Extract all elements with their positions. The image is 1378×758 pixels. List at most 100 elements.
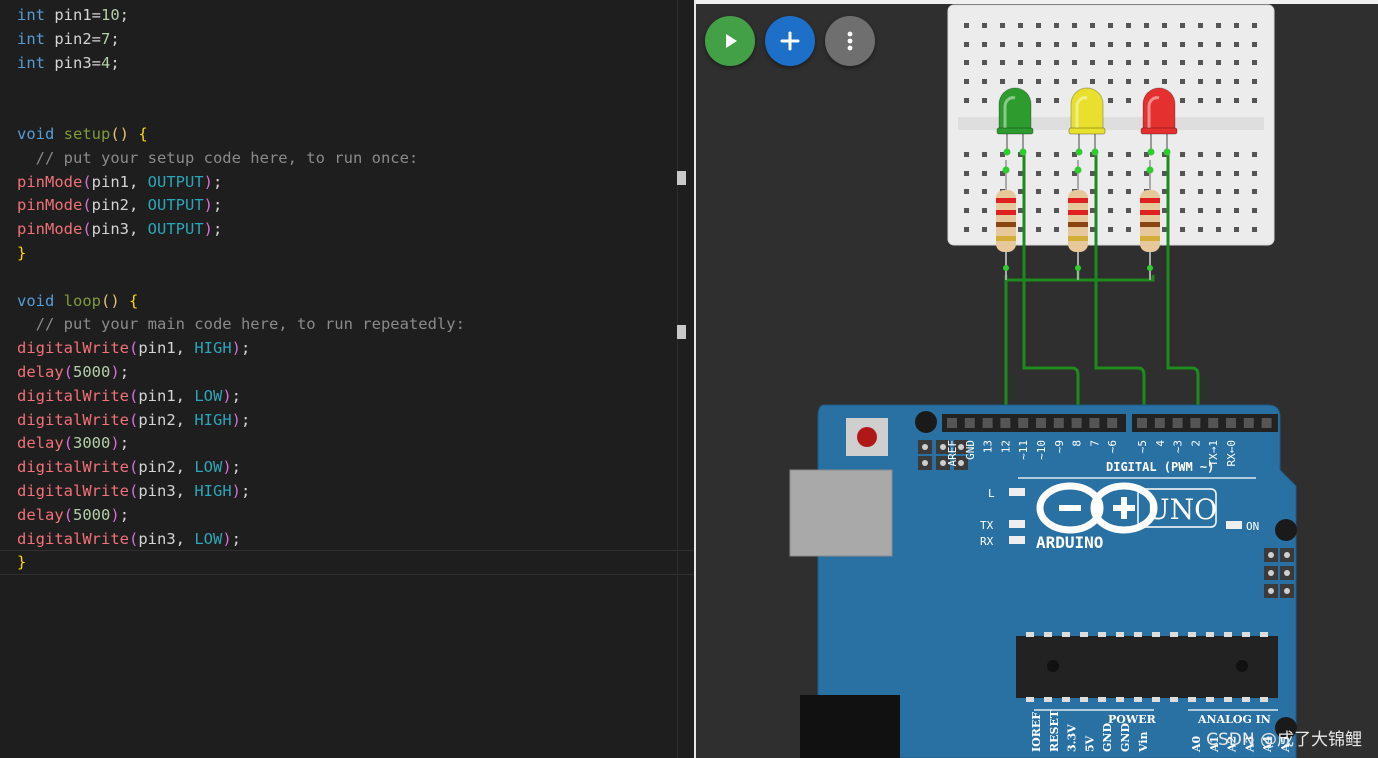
code-token: ( [63, 505, 74, 524]
code-line[interactable]: int pin2=7; [17, 28, 465, 52]
code-line[interactable]: digitalWrite(pin3, HIGH); [17, 480, 465, 504]
code-token: pin1, [138, 339, 195, 358]
yellow-led[interactable] [1068, 87, 1106, 156]
code-token: void [17, 124, 55, 143]
analog-pin-label: A0 [1190, 735, 1203, 753]
code-line[interactable]: int pin1=10; [17, 4, 465, 28]
resistor[interactable] [1140, 160, 1160, 280]
wires[interactable] [1004, 150, 1200, 420]
code-token: ; [119, 434, 130, 453]
code-token: () [110, 124, 130, 143]
code-token: ; [110, 53, 120, 72]
code-line[interactable]: } [17, 242, 465, 266]
reset-button[interactable] [857, 427, 877, 447]
top-strip [696, 0, 1378, 4]
power-pin-label: Vin [1137, 731, 1150, 753]
code-token: ( [63, 434, 74, 453]
code-line[interactable]: digitalWrite(pin1, HIGH); [17, 337, 465, 361]
add-part-button[interactable] [765, 16, 815, 66]
code-line[interactable]: } [17, 551, 465, 575]
code-token: // put your main code here, to run repea… [17, 315, 465, 334]
code-token: ) [203, 172, 214, 191]
code-line[interactable] [17, 75, 465, 99]
scrollbar-marker[interactable] [677, 325, 686, 339]
code-token: // put your setup code here, to run once… [17, 148, 419, 167]
code-token: ( [82, 196, 92, 215]
code-line[interactable]: digitalWrite(pin1, LOW); [17, 385, 465, 409]
code-line[interactable]: pinMode(pin3, OUTPUT); [17, 218, 465, 242]
code-line[interactable]: // put your main code here, to run repea… [17, 313, 465, 337]
code-token: ; [241, 410, 251, 429]
code-token: ( [128, 458, 139, 477]
code-line[interactable]: void setup() { [17, 123, 465, 147]
red-led[interactable] [1140, 87, 1178, 156]
code-token: ( [128, 529, 139, 548]
resistor[interactable] [996, 160, 1016, 280]
power-pin-label: 5V [1083, 735, 1096, 752]
scrollbar-marker[interactable] [677, 171, 686, 185]
code-token: pin3, [138, 529, 195, 548]
code-line[interactable]: delay(3000); [17, 432, 465, 456]
more-options-button[interactable] [825, 16, 875, 66]
mount-hole [915, 411, 937, 433]
chip-notch [1236, 660, 1248, 672]
code-line[interactable]: digitalWrite(pin3, LOW); [17, 528, 465, 552]
code-line[interactable] [17, 99, 465, 123]
code-line[interactable]: void loop() { [17, 290, 465, 314]
code-line[interactable]: pinMode(pin2, OUTPUT); [17, 194, 465, 218]
code-line[interactable]: int pin3=4; [17, 52, 465, 76]
code-token: ; [241, 339, 251, 358]
code-token: ( [63, 362, 74, 381]
plus-icon [780, 31, 800, 51]
code-text[interactable]: int pin1=10;int pin2=7;int pin3=4; void s… [17, 4, 465, 575]
code-token: pin2, [91, 196, 148, 215]
code-token: digitalWrite [17, 458, 129, 477]
run-button[interactable] [705, 16, 755, 66]
resistors[interactable] [996, 160, 1160, 280]
code-line[interactable]: digitalWrite(pin2, LOW); [17, 456, 465, 480]
code-token: OUTPUT [147, 196, 204, 215]
code-token: ( [128, 481, 139, 500]
play-icon [726, 34, 737, 48]
code-line[interactable] [17, 266, 465, 290]
code-token: HIGH [194, 410, 232, 429]
code-token: 5000 [73, 505, 111, 524]
code-line[interactable]: pinMode(pin1, OUTPUT); [17, 171, 465, 195]
resistor[interactable] [1068, 160, 1088, 280]
code-line[interactable]: delay(5000); [17, 361, 465, 385]
code-token: digitalWrite [17, 481, 129, 500]
digital-header-right [1132, 414, 1278, 432]
code-line[interactable]: digitalWrite(pin2, HIGH); [17, 409, 465, 433]
code-token: delay [17, 434, 64, 453]
leds[interactable] [996, 87, 1178, 156]
code-token: ; [119, 6, 130, 24]
code-line[interactable]: delay(5000); [17, 504, 465, 528]
mount-hole [1275, 717, 1297, 739]
code-line[interactable]: // put your setup code here, to run once… [17, 147, 465, 171]
tx-led [1009, 520, 1025, 528]
editor-ruler [677, 0, 678, 758]
green-led[interactable] [996, 87, 1034, 156]
power-label: POWER [1108, 713, 1157, 726]
code-token: ) [110, 434, 120, 453]
pane-divider[interactable] [694, 0, 696, 758]
code-token: LOW [194, 386, 223, 405]
chip-pins [1026, 632, 1268, 702]
code-token [54, 292, 63, 310]
logo-text: ARDUINO [1036, 533, 1103, 552]
pin-label: 12 [999, 440, 1012, 453]
power-pin-label: 3.3V [1066, 724, 1079, 752]
code-token: ; [119, 362, 130, 381]
code-token: OUTPUT [147, 172, 204, 191]
code-token: ; [241, 481, 251, 500]
rx-label: RX [980, 535, 994, 548]
code-editor[interactable]: int pin1=10;int pin2=7;int pin3=4; void s… [0, 0, 694, 758]
pin-label: AREF [946, 440, 959, 467]
code-token: ; [231, 529, 242, 548]
pin-label: ~5 [1136, 440, 1149, 453]
code-token: 5000 [73, 362, 111, 381]
code-token: pin3= [45, 53, 101, 72]
